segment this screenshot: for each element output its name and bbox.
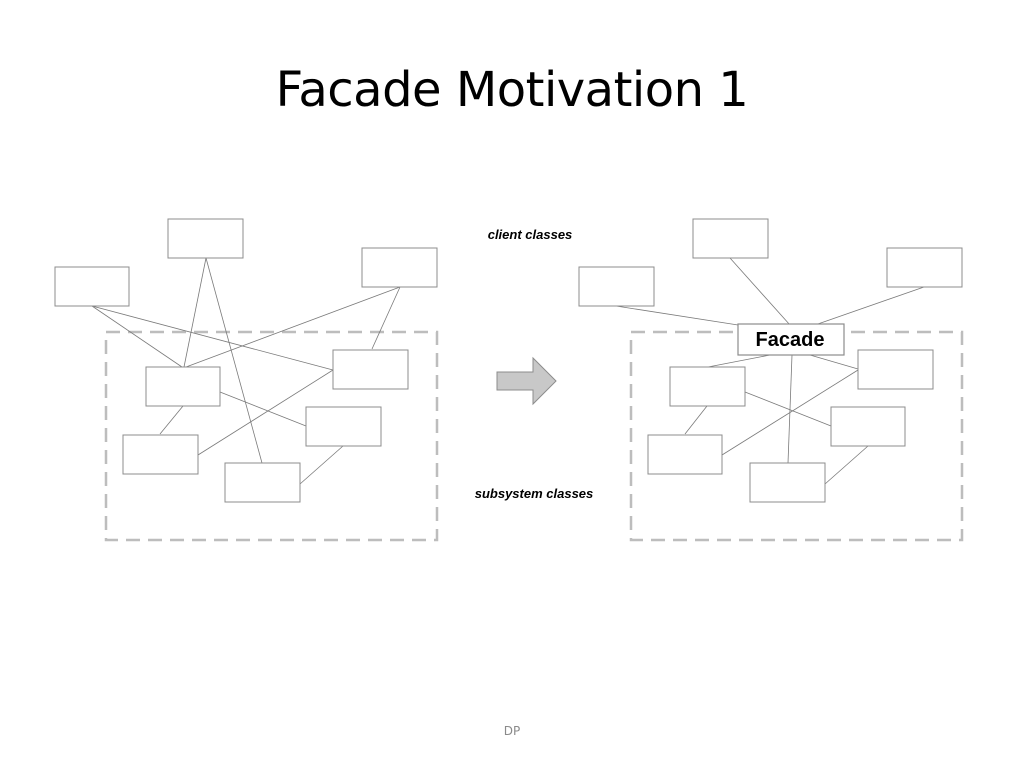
subsystem-class-box xyxy=(647,434,723,475)
link xyxy=(787,354,793,464)
link xyxy=(814,286,925,326)
right-links xyxy=(615,257,925,485)
subsystem-classes-label: subsystem classes xyxy=(475,486,594,501)
subsystem-class-box xyxy=(830,406,906,447)
link xyxy=(91,305,183,368)
link xyxy=(219,391,307,427)
right-diagram: Facade xyxy=(578,218,964,542)
slide-footer: DP xyxy=(503,724,521,738)
client-class-box xyxy=(167,218,244,259)
link xyxy=(707,354,771,368)
link xyxy=(205,257,263,464)
left-subsystem-classes xyxy=(122,349,409,503)
left-client-classes xyxy=(54,218,438,307)
subsystem-class-box xyxy=(749,462,826,503)
client-class-box xyxy=(886,247,963,288)
link xyxy=(159,405,184,435)
client-class-box xyxy=(361,247,438,288)
subsystem-class-box xyxy=(332,349,409,390)
link xyxy=(809,354,859,370)
facade-label: Facade xyxy=(756,329,825,351)
subsystem-class-box xyxy=(857,349,934,390)
link xyxy=(185,286,401,368)
subsystem-class-box xyxy=(122,434,199,475)
subsystem-class-box xyxy=(145,366,221,407)
facade-class: Facade xyxy=(737,323,845,356)
link xyxy=(91,305,334,371)
link xyxy=(824,445,869,485)
subsystem-class-box xyxy=(224,462,301,503)
subsystem-class-box xyxy=(305,406,382,447)
subsystem-boundary-left xyxy=(104,330,439,542)
link xyxy=(371,286,401,350)
left-diagram xyxy=(54,218,439,542)
client-class-box xyxy=(54,266,130,307)
link xyxy=(744,391,832,427)
link xyxy=(299,445,344,485)
right-client-classes xyxy=(578,218,963,307)
facade-box xyxy=(737,323,845,356)
right-subsystem-classes xyxy=(647,349,934,503)
client-class-box xyxy=(692,218,769,259)
link xyxy=(615,305,739,326)
client-classes-label: client classes xyxy=(488,227,573,242)
slide-title: Facade Motivation 1 xyxy=(275,62,749,118)
left-links xyxy=(91,257,401,485)
right-arrow-icon xyxy=(496,356,557,406)
link xyxy=(721,369,859,456)
link xyxy=(197,369,334,456)
link xyxy=(684,405,708,435)
link xyxy=(729,257,791,326)
link xyxy=(183,257,207,368)
client-class-box xyxy=(578,266,655,307)
subsystem-class-box xyxy=(669,366,746,407)
